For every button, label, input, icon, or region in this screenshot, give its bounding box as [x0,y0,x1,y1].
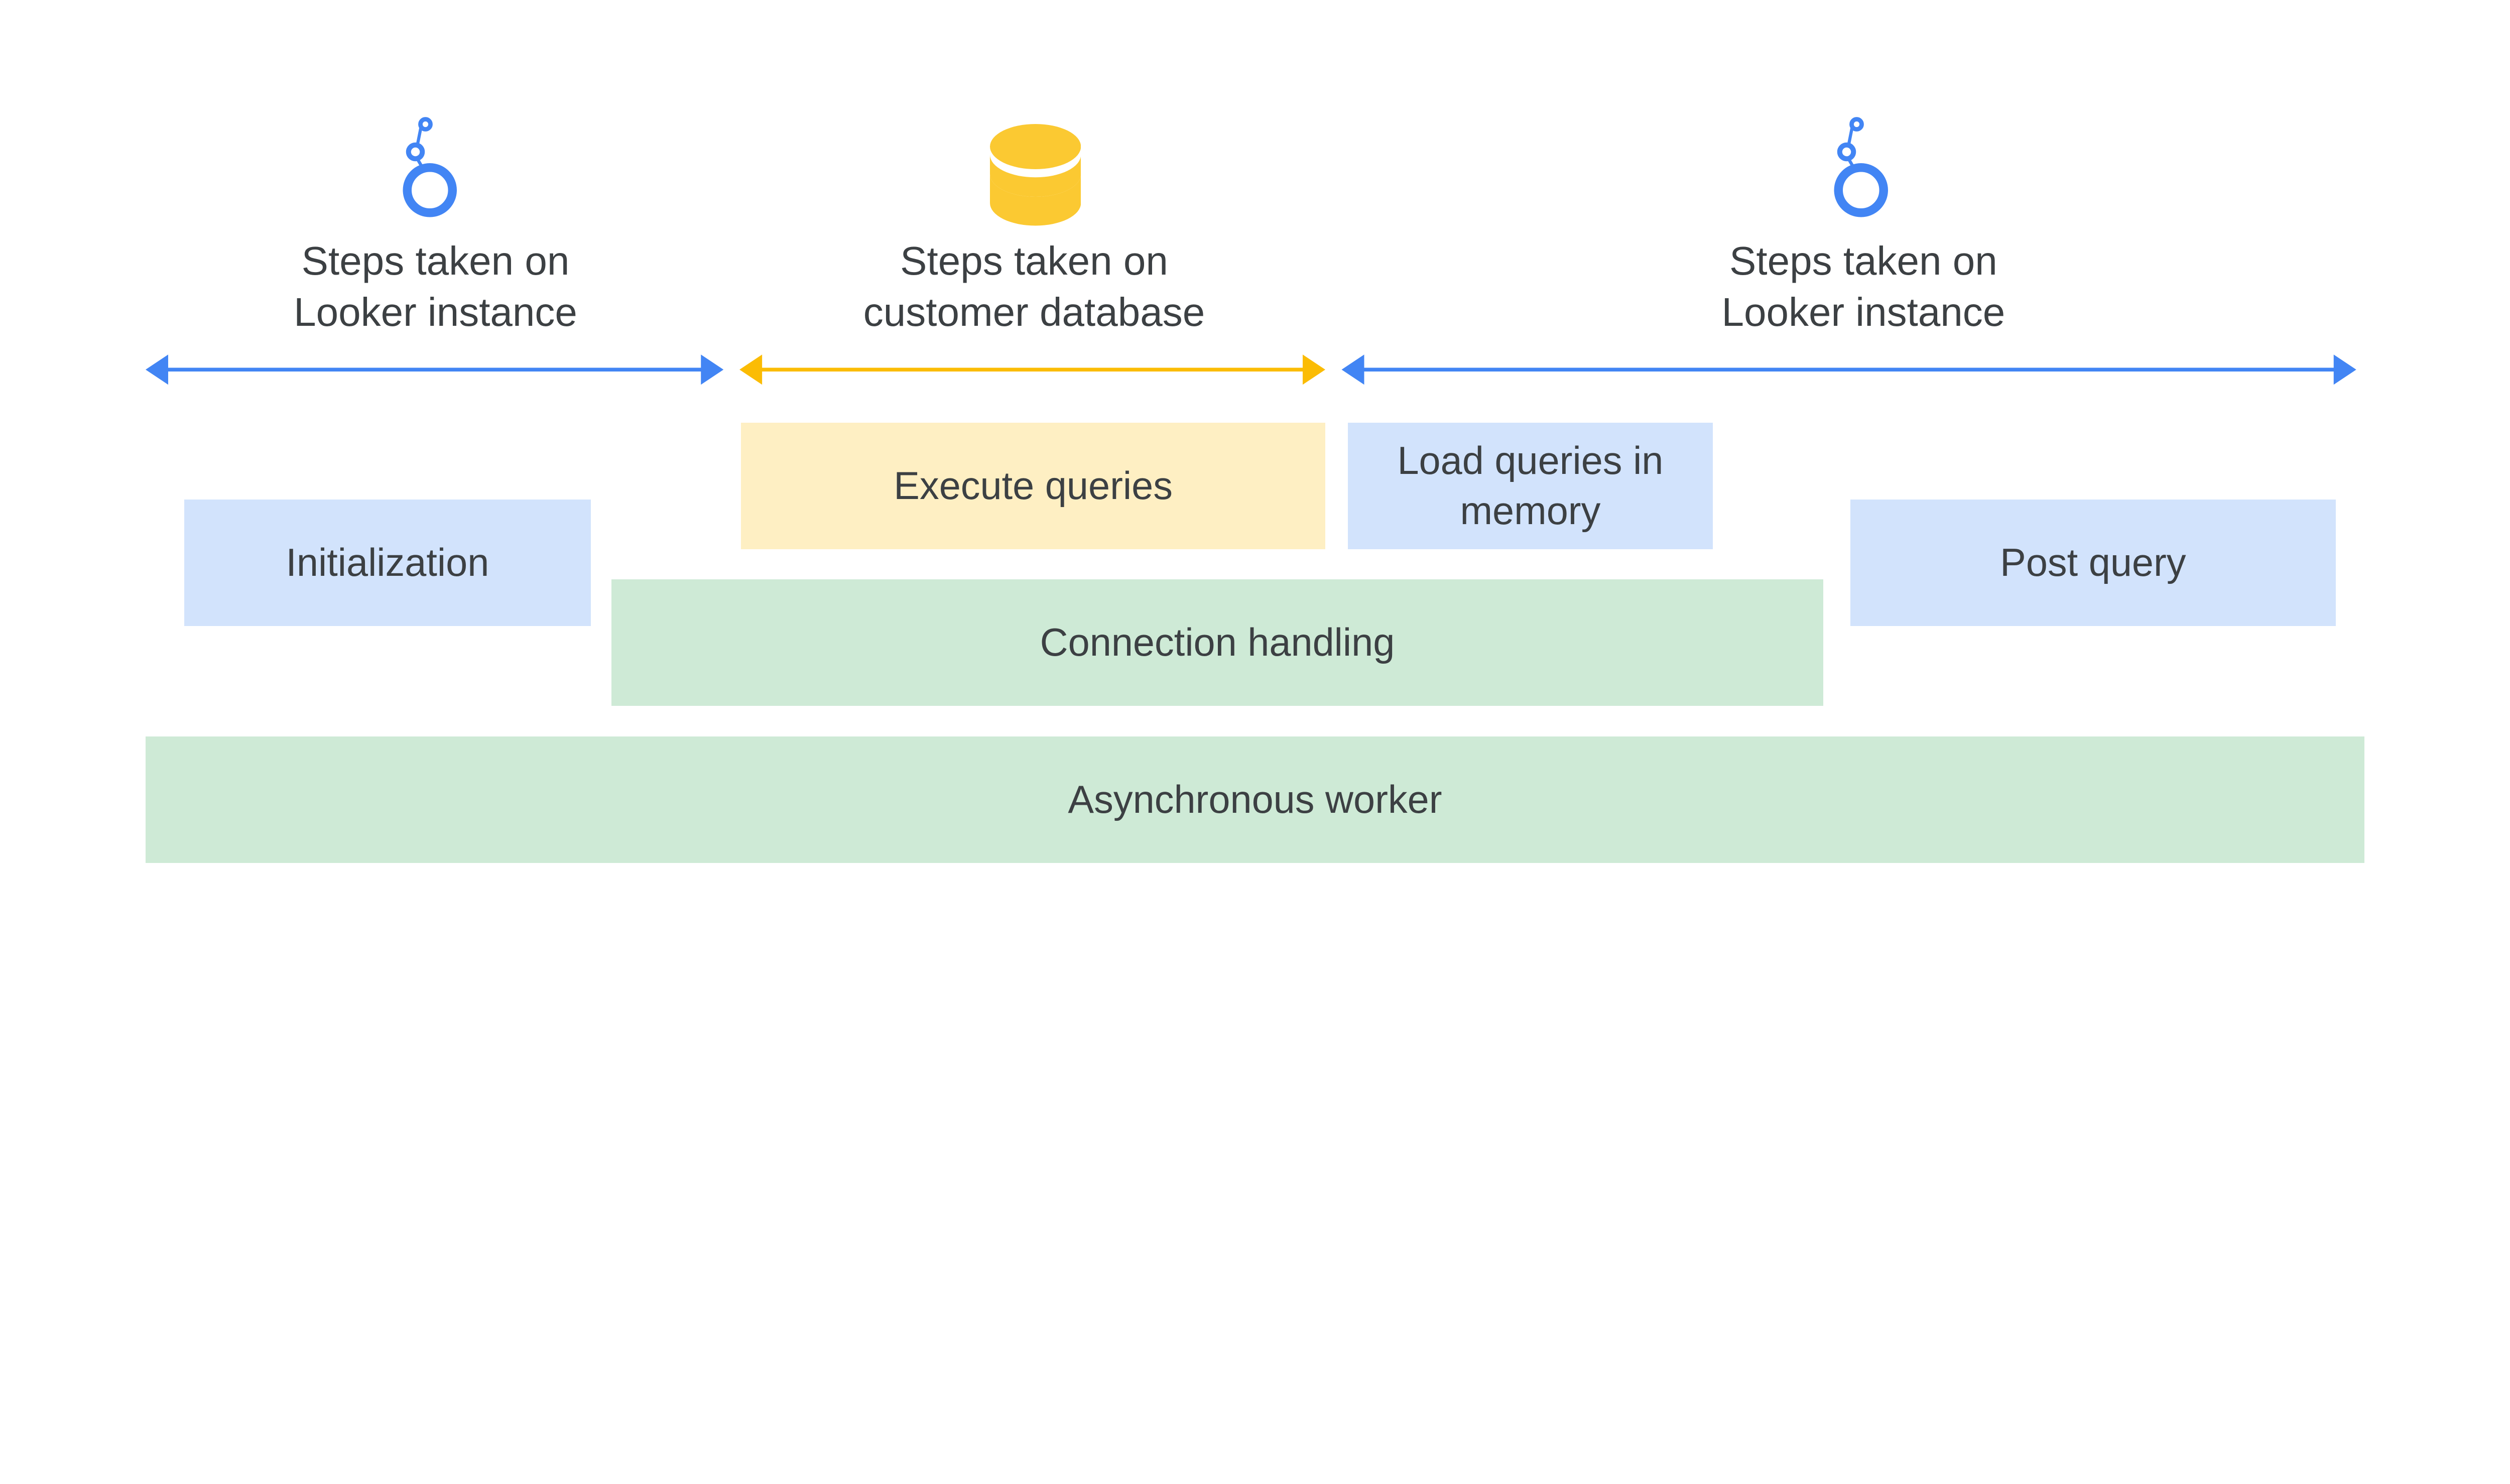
arrow-looker-right [1341,354,2356,385]
header-line1: Steps taken on [1729,238,1997,283]
looker-logo-icon [403,117,457,217]
header-line2: Looker instance [1721,290,2005,335]
asynchronous-worker-box: Asynchronous worker [146,736,2364,863]
looker-logo-icon [1834,117,1889,217]
header-line2: customer database [863,290,1205,335]
header-line1: Steps taken on [301,238,570,283]
header-looker-left: Steps taken on Looker instance [216,235,655,338]
post-query-label: Post query [2000,541,2186,584]
diagram: Steps taken on Looker instance Steps tak… [146,117,2364,863]
header-line1: Steps taken on [900,238,1168,283]
header-looker-right: Steps taken on Looker instance [1644,235,2083,338]
connection-handling-label: Connection handling [1040,621,1395,665]
arrow-customer-database [739,354,1325,385]
execute-queries-box: Execute queries [741,422,1325,549]
database-icon [989,123,1081,226]
span-arrows [146,354,2356,385]
load-queries-label: Load queries in memory [1397,439,1664,533]
post-query-box: Post query [1850,500,2336,626]
initialization-label: Initialization [286,541,489,584]
load-queries-box: Load queries in memory [1348,422,1713,549]
execute-queries-label: Execute queries [894,464,1173,508]
asynchronous-worker-label: Asynchronous worker [1068,778,1442,821]
arrow-looker-left [146,354,724,385]
initialization-box: Initialization [184,500,591,626]
header-customer-database: Steps taken on customer database [815,235,1254,338]
connection-handling-box: Connection handling [611,579,1823,706]
header-line2: Looker instance [294,290,577,335]
